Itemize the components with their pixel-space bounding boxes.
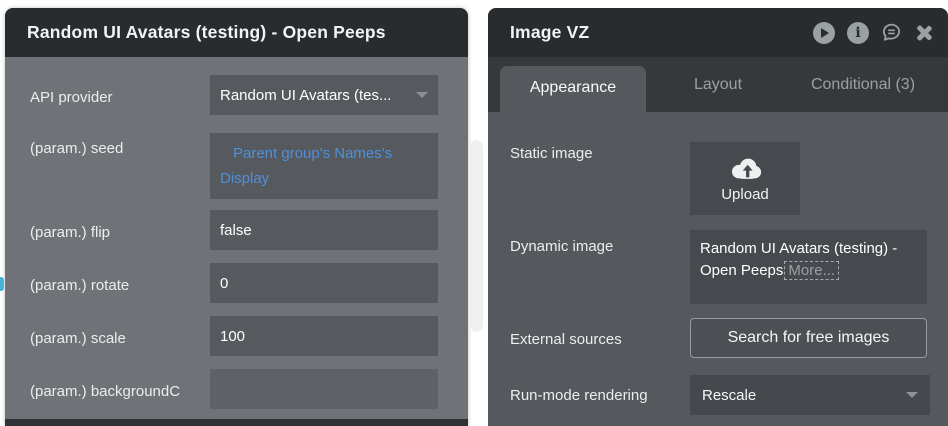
param-seed-label: (param.) seed xyxy=(30,140,124,157)
param-scale-value: 100 xyxy=(220,327,246,345)
field-row-param-backgroundc: (param.) backgroundC xyxy=(5,361,468,409)
dynamic-image-label: Dynamic image xyxy=(510,238,614,255)
vertical-scrollbar[interactable] xyxy=(470,140,483,332)
api-provider-panel: Random UI Avatars (testing) - Open Peeps… xyxy=(5,8,468,426)
param-flip-value: false xyxy=(220,221,252,239)
tab-bar: Appearance Layout Conditional (3) xyxy=(488,57,948,118)
comment-icon[interactable] xyxy=(881,22,902,43)
dynamic-image-field[interactable]: Random UI Avatars (testing) - Open Peeps… xyxy=(690,230,927,304)
dynamic-image-expression[interactable]: Random UI Avatars (testing) - Open Peeps xyxy=(700,240,898,279)
param-flip-label: (param.) flip xyxy=(30,224,111,241)
tab-appearance-label: Appearance xyxy=(529,79,617,96)
upload-button-label: Upload xyxy=(721,185,769,203)
dynamic-expression-link[interactable]: Parent group's Names's Display xyxy=(220,145,393,187)
close-icon[interactable] xyxy=(914,23,934,43)
panel-bottom-edge xyxy=(5,419,468,426)
run-mode-rendering-dropdown[interactable]: Rescale xyxy=(690,375,930,415)
play-icon[interactable] xyxy=(813,21,835,44)
param-rotate-input[interactable]: 0 xyxy=(210,263,438,303)
image-element-panel: Image VZ i Appearance xyxy=(488,8,948,426)
param-rotate-label: (param.) rotate xyxy=(30,277,130,294)
upload-button[interactable]: Upload xyxy=(690,142,800,215)
image-panel-header[interactable]: Image VZ i xyxy=(488,8,948,57)
cloud-upload-icon xyxy=(732,158,762,179)
field-row-param-seed: (param.) seed Parent group's Names's Dis… xyxy=(5,125,468,199)
search-free-images-button[interactable]: Search for free images xyxy=(690,318,927,358)
param-rotate-value: 0 xyxy=(220,274,229,292)
param-backgroundc-input[interactable] xyxy=(210,369,438,409)
search-free-images-label: Search for free images xyxy=(727,329,890,346)
param-flip-input[interactable]: false xyxy=(210,210,438,250)
chevron-down-icon xyxy=(906,392,918,398)
edge-selection-marker xyxy=(0,277,4,291)
tab-conditional[interactable]: Conditional (3) xyxy=(788,57,938,112)
api-provider-value: Random UI Avatars (tes... xyxy=(220,86,392,104)
tab-layout-label: Layout xyxy=(693,75,743,93)
tab-appearance[interactable]: Appearance xyxy=(500,66,646,118)
api-provider-label: API provider xyxy=(30,89,113,106)
param-scale-label: (param.) scale xyxy=(30,330,126,347)
field-row-param-rotate: (param.) rotate 0 xyxy=(5,255,468,303)
info-icon[interactable]: i xyxy=(847,21,869,44)
field-row-param-flip: (param.) flip false xyxy=(5,202,468,250)
run-mode-rendering-value: Rescale xyxy=(702,386,757,404)
tab-layout[interactable]: Layout xyxy=(648,57,788,112)
more-options-chip[interactable]: More... xyxy=(784,261,840,280)
param-scale-input[interactable]: 100 xyxy=(210,316,438,356)
run-mode-rendering-label: Run-mode rendering xyxy=(510,387,648,404)
header-icon-group: i xyxy=(813,21,934,44)
field-row-param-scale: (param.) scale 100 xyxy=(5,308,468,356)
param-seed-field[interactable]: Parent group's Names's Display xyxy=(210,133,438,199)
image-panel-title: Image VZ xyxy=(510,22,590,42)
api-provider-panel-header[interactable]: Random UI Avatars (testing) - Open Peeps xyxy=(5,8,468,57)
chevron-down-icon xyxy=(416,92,428,98)
external-sources-label: External sources xyxy=(510,331,622,348)
field-row-api-provider: API provider Random UI Avatars (tes... xyxy=(5,67,468,115)
static-image-label: Static image xyxy=(510,145,593,162)
param-backgroundc-label: (param.) backgroundC xyxy=(30,383,181,400)
tab-conditional-label: Conditional (3) xyxy=(810,75,916,93)
api-provider-panel-title: Random UI Avatars (testing) - Open Peeps xyxy=(27,22,386,42)
api-provider-dropdown[interactable]: Random UI Avatars (tes... xyxy=(210,75,438,115)
